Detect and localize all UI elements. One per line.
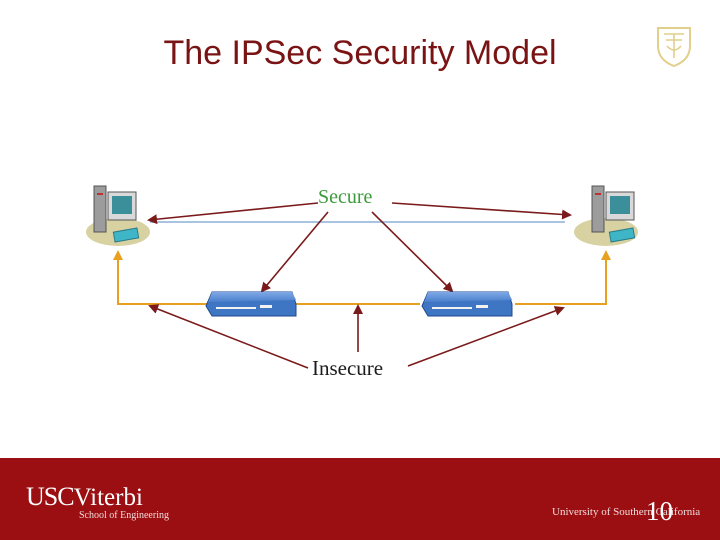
right-workstation-icon [574, 185, 638, 246]
university-name: University of Southern California [552, 506, 701, 518]
school-name: School of Engineering [79, 510, 169, 521]
insecure-arrow-right [407, 306, 565, 367]
insecure-arrow-left [148, 304, 309, 369]
page-number: 10 [646, 496, 673, 526]
insecure-label: Insecure [312, 356, 384, 380]
footer-band [0, 458, 720, 540]
secure-arrow-right [391, 202, 572, 220]
left-gateway-icon [205, 291, 297, 317]
usc-wordmark: USC [26, 482, 75, 511]
secure-arrow-left [147, 202, 319, 225]
secure-arrow-left-gateway [260, 211, 329, 293]
right-gateway-icon [421, 291, 513, 317]
slide-title: The IPSec Security Model [163, 34, 557, 72]
secure-label: Secure [318, 186, 373, 209]
usc-viterbi-logo: USCViterbi [26, 482, 143, 512]
usc-seal-icon [657, 27, 691, 68]
left-workstation-icon [86, 185, 150, 246]
left-lan-link [113, 250, 210, 305]
right-lan-link [515, 250, 611, 305]
viterbi-wordmark: Viterbi [73, 484, 143, 511]
secure-arrow-right-gateway [371, 211, 454, 293]
